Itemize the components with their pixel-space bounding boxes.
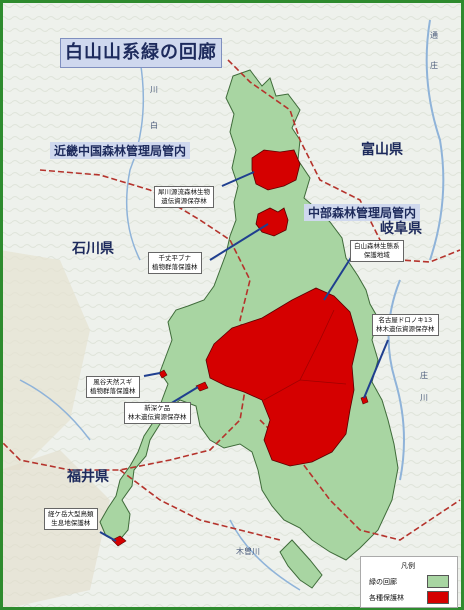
region-label-ishikawa: 石川県 [72, 241, 114, 257]
legend: 凡例 緑の回廊 各種保護林 [360, 556, 458, 608]
place-label: 庄 [420, 371, 428, 380]
protected-forest-kyogatake[interactable] [111, 535, 127, 547]
callout-shinfukage: 新深ケ品 林木遺伝資源保存林 [124, 402, 191, 424]
callout-nagoya-doronoki: 名古屋ドロノキ13 林木遺伝資源保存林 [372, 314, 439, 336]
callout-kyogatake: 経ケ岳大型鳥類 生息地保護林 [44, 508, 98, 530]
protected-forest-shinfukage[interactable] [195, 381, 209, 392]
region-label-kinki: 近畿中国森林管理局管内 [50, 142, 191, 159]
callout-line: 千丈平ブナ [158, 254, 192, 262]
legend-swatch-protected [427, 591, 449, 604]
legend-title: 凡例 [401, 562, 415, 570]
callout-line: 遺伝資源保存林 [161, 197, 207, 205]
protected-forest-hakusan[interactable] [205, 287, 359, 467]
protected-forest-saigawa[interactable] [251, 149, 301, 191]
legend-swatch-corridor [427, 575, 449, 588]
protected-forest-kazetani-sugi[interactable] [158, 369, 168, 379]
callout-kazetani: 風谷天然スギ 植物群落保護林 [86, 376, 140, 398]
map-title: 白山山系緑の回廊 [60, 38, 222, 68]
callout-line: 林木遺伝資源保存林 [376, 325, 435, 333]
callout-saigawa: 犀川源流森林生物 遺伝資源保存林 [154, 186, 214, 208]
legend-label: 各種保護林 [369, 594, 404, 602]
lowland-area-south [0, 450, 110, 610]
callout-line: 白山森林生態系 [354, 242, 400, 250]
prefecture-boundary [119, 469, 281, 541]
callout-line: 新深ケ品 [144, 404, 171, 412]
place-label: 通 [430, 31, 438, 40]
callout-line: 経ケ岳大型鳥類 [48, 510, 94, 518]
callout-line: 風谷天然スギ [93, 378, 133, 386]
region-label-chubu: 中部森林管理局管内 [304, 204, 421, 221]
place-label: 木曽川 [236, 547, 260, 556]
legend-item-protected: 各種保護林 [369, 591, 455, 604]
callout-hakusan: 白山森林生態系 保護地域 [350, 240, 404, 262]
river [125, 59, 145, 261]
place-label: 川 [150, 85, 158, 94]
callout-line: 保護地域 [363, 251, 390, 259]
callout-line: 林木遺伝資源保存林 [128, 413, 187, 421]
leader-lines [99, 171, 389, 542]
river [19, 379, 91, 441]
place-label: 庄 [430, 61, 438, 70]
prefecture-boundary [227, 59, 461, 263]
region-label-gifu: 岐阜県 [380, 221, 422, 237]
callout-senjodaira: 千丈平ブナ 植物群落保護林 [148, 252, 202, 274]
callout-line: 生息地保護林 [51, 519, 91, 527]
legend-label: 緑の回廊 [369, 578, 397, 586]
callout-line: 名古屋ドロノキ13 [378, 316, 433, 324]
place-label: 白 [150, 121, 158, 130]
green-corridor-branch[interactable] [279, 539, 323, 589]
river [425, 19, 445, 261]
callout-line: 犀川源流森林生物 [158, 188, 210, 196]
region-label-fukui: 福井県 [67, 469, 109, 485]
river [387, 279, 405, 481]
place-label: 川 [420, 393, 428, 402]
callout-line: 植物群落保護林 [90, 387, 136, 395]
protected-forest-senjodaira[interactable] [255, 207, 289, 237]
legend-item-corridor: 緑の回廊 [369, 575, 455, 588]
region-label-toyama: 富山県 [361, 142, 403, 158]
hakusan-inner-boundary [263, 309, 347, 401]
callout-line: 植物群落保護林 [152, 263, 198, 271]
